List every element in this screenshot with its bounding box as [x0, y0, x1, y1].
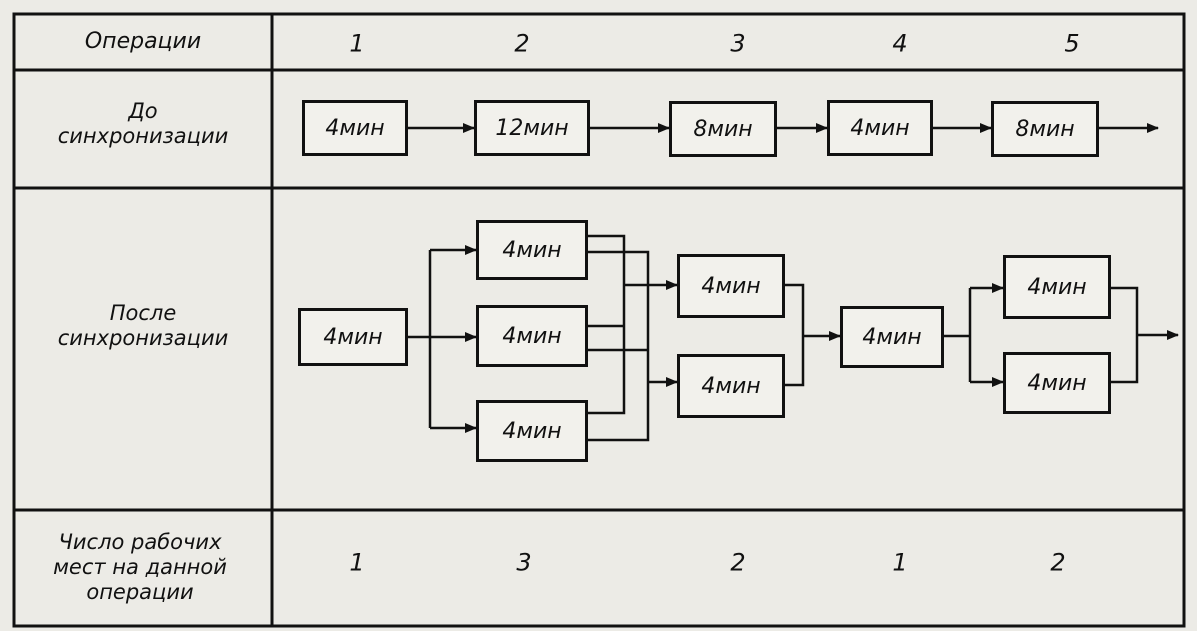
header-operations-label: Операции	[84, 28, 202, 54]
before-box-op2: 12мин	[474, 100, 590, 156]
after-box-op1: 4мин	[298, 308, 408, 366]
before-box-op3: 8мин	[669, 101, 777, 157]
before-box-op5: 8мин	[991, 101, 1099, 157]
workplaces-op-4: 1	[892, 548, 908, 577]
after-box-op2a: 4мин	[476, 220, 588, 280]
workplaces-op-1: 1	[349, 548, 365, 577]
row-label-before: До синхронизации	[57, 98, 229, 148]
header-op-4: 4	[892, 29, 908, 58]
after-box-op5b: 4мин	[1003, 352, 1111, 414]
before-box-op4: 4мин	[827, 100, 933, 156]
table-frame	[12, 12, 1186, 628]
row-label-after: После синхронизации	[57, 300, 229, 350]
after-box-op3b: 4мин	[677, 354, 785, 418]
header-op-1: 1	[349, 29, 365, 58]
header-op-3: 3	[730, 29, 746, 58]
connector-op3-merge	[785, 283, 805, 387]
after-box-op2b: 4мин	[476, 305, 588, 367]
before-box-op1: 4мин	[302, 100, 408, 156]
row-label-workplaces: Число рабочих мест на данной операции	[53, 530, 227, 605]
connector-op2-bus-b	[588, 250, 650, 442]
after-box-op5a: 4мин	[1003, 255, 1111, 319]
header-op-5: 5	[1064, 29, 1080, 58]
after-box-op4: 4мин	[840, 306, 944, 368]
connector-op2-bus-a	[588, 234, 626, 415]
workplaces-op-3: 2	[730, 548, 746, 577]
header-op-2: 2	[514, 29, 530, 58]
after-box-op3a: 4мин	[677, 254, 785, 318]
after-box-op2c: 4мин	[476, 400, 588, 462]
connector-op5-merge	[1111, 286, 1139, 384]
workplaces-op-2: 3	[516, 548, 532, 577]
workplaces-op-5: 2	[1050, 548, 1066, 577]
